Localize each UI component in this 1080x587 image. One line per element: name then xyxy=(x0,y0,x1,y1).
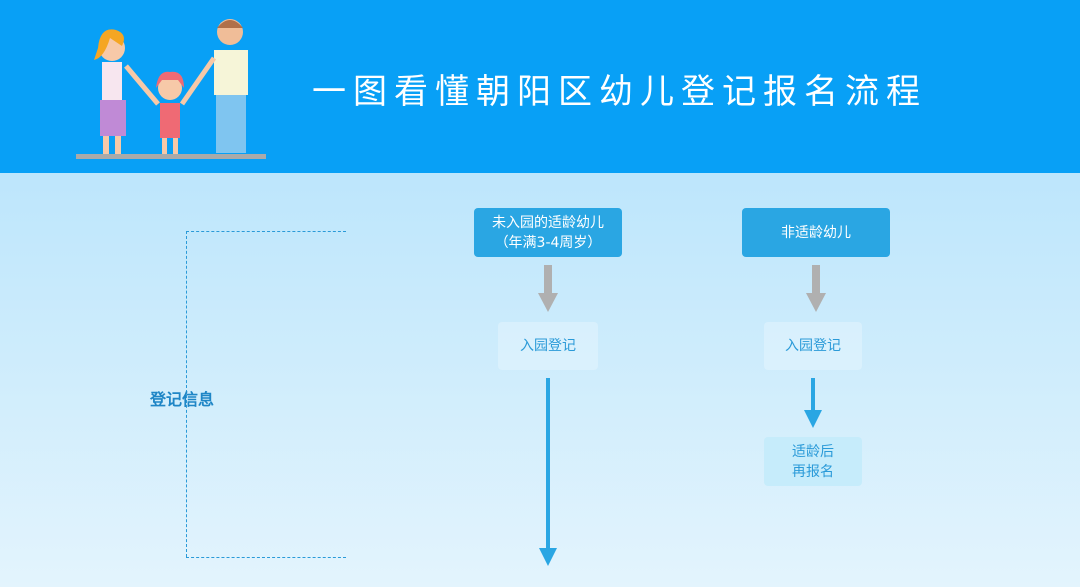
register-after-eligible-box: 适龄后 再报名 xyxy=(764,437,862,486)
eligible-heading-line2: （年满3-4周岁） xyxy=(494,234,602,251)
enrollment-registration-step-a: 入园登记 xyxy=(498,322,598,370)
eligible-heading-line1: 未入园的适龄幼儿 xyxy=(492,214,604,231)
gray-arrow-icon xyxy=(538,265,558,312)
enrollment-registration-step-b: 入园登记 xyxy=(764,322,862,370)
ineligible-heading: 非适龄幼儿 xyxy=(781,224,851,241)
step-label-line1: 适龄后 xyxy=(792,443,834,460)
page-title: 一图看懂朝阳区幼儿登记报名流程 xyxy=(312,72,927,112)
bracket-top xyxy=(186,231,346,232)
gray-arrow-icon xyxy=(806,265,826,312)
bracket-bottom xyxy=(186,557,346,558)
ineligible-children-box: 非适龄幼儿 xyxy=(742,208,890,257)
eligible-children-box: 未入园的适龄幼儿 （年满3-4周岁） xyxy=(474,208,622,257)
step-label: 入园登记 xyxy=(520,338,576,354)
family-illustration xyxy=(76,19,266,159)
step-label: 入园登记 xyxy=(785,338,841,354)
blue-arrow-icon xyxy=(804,378,822,428)
bracket-vertical xyxy=(186,231,187,557)
header-banner: 一图看懂朝阳区幼儿登记报名流程 xyxy=(0,0,1080,173)
registration-info-label: 登记信息 xyxy=(150,390,215,409)
step-label-line2: 再报名 xyxy=(792,463,834,480)
blue-long-arrow-icon xyxy=(539,378,557,566)
